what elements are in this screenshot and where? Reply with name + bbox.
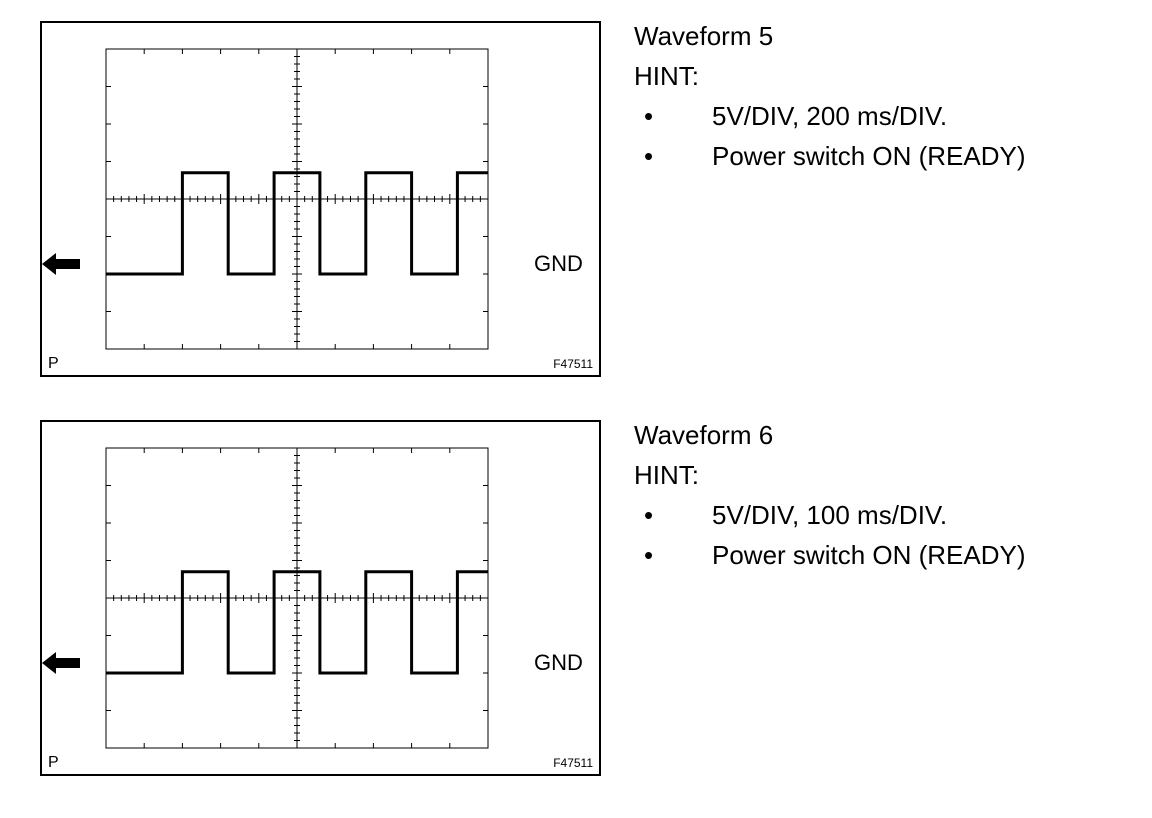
- oscilloscope-screen: [105, 48, 489, 350]
- corner-letter: P: [48, 754, 59, 771]
- gnd-label: GND: [534, 251, 583, 276]
- hint-list: • 5V/DIV, 200 ms/DIV. • Power switch ON (R…: [634, 96, 1134, 176]
- hint-item-text: 5V/DIV, 200 ms/DIV.: [712, 101, 948, 131]
- waveform-title: Waveform 6: [634, 420, 774, 450]
- hint-heading: HINT:: [634, 460, 699, 490]
- hint-item-text: 5V/DIV, 100 ms/DIV.: [712, 500, 948, 530]
- hint-list: • 5V/DIV, 100 ms/DIV. • Power switch ON (R…: [634, 495, 1134, 575]
- waveform-5-hint: Waveform 5 HINT: • 5V/DIV, 200 ms/DIV. • P…: [634, 16, 1134, 176]
- figure-code: F47511: [553, 756, 593, 770]
- bullet-icon: •: [644, 141, 654, 171]
- hint-item: • 5V/DIV, 200 ms/DIV.: [634, 96, 1134, 136]
- hint-item: • Power switch ON (READY): [634, 136, 1134, 176]
- hint-item: • 5V/DIV, 100 ms/DIV.: [634, 495, 1134, 535]
- bullet-icon: •: [644, 500, 654, 530]
- waveform-6-figure: GND P F47511: [40, 420, 601, 776]
- waveform-trace: [106, 171, 488, 276]
- waveform-title: Waveform 5: [634, 21, 774, 51]
- hint-item: • Power switch ON (READY): [634, 535, 1134, 575]
- gnd-arrow-icon: [42, 253, 80, 275]
- gnd-arrow-icon: [42, 652, 80, 674]
- gnd-label: GND: [534, 650, 583, 675]
- waveform-5-figure: GND P F47511: [40, 21, 601, 377]
- oscilloscope-screen: [105, 447, 489, 749]
- hint-item-text: Power switch ON (READY): [712, 540, 1026, 570]
- hint-item-text: Power switch ON (READY): [712, 141, 1026, 171]
- bullet-icon: •: [644, 540, 654, 570]
- waveform-trace: [106, 570, 488, 675]
- corner-letter: P: [48, 355, 59, 372]
- waveform-6-hint: Waveform 6 HINT: • 5V/DIV, 100 ms/DIV. • P…: [634, 415, 1134, 575]
- hint-heading: HINT:: [634, 61, 699, 91]
- bullet-icon: •: [644, 101, 654, 131]
- figure-code: F47511: [553, 357, 593, 371]
